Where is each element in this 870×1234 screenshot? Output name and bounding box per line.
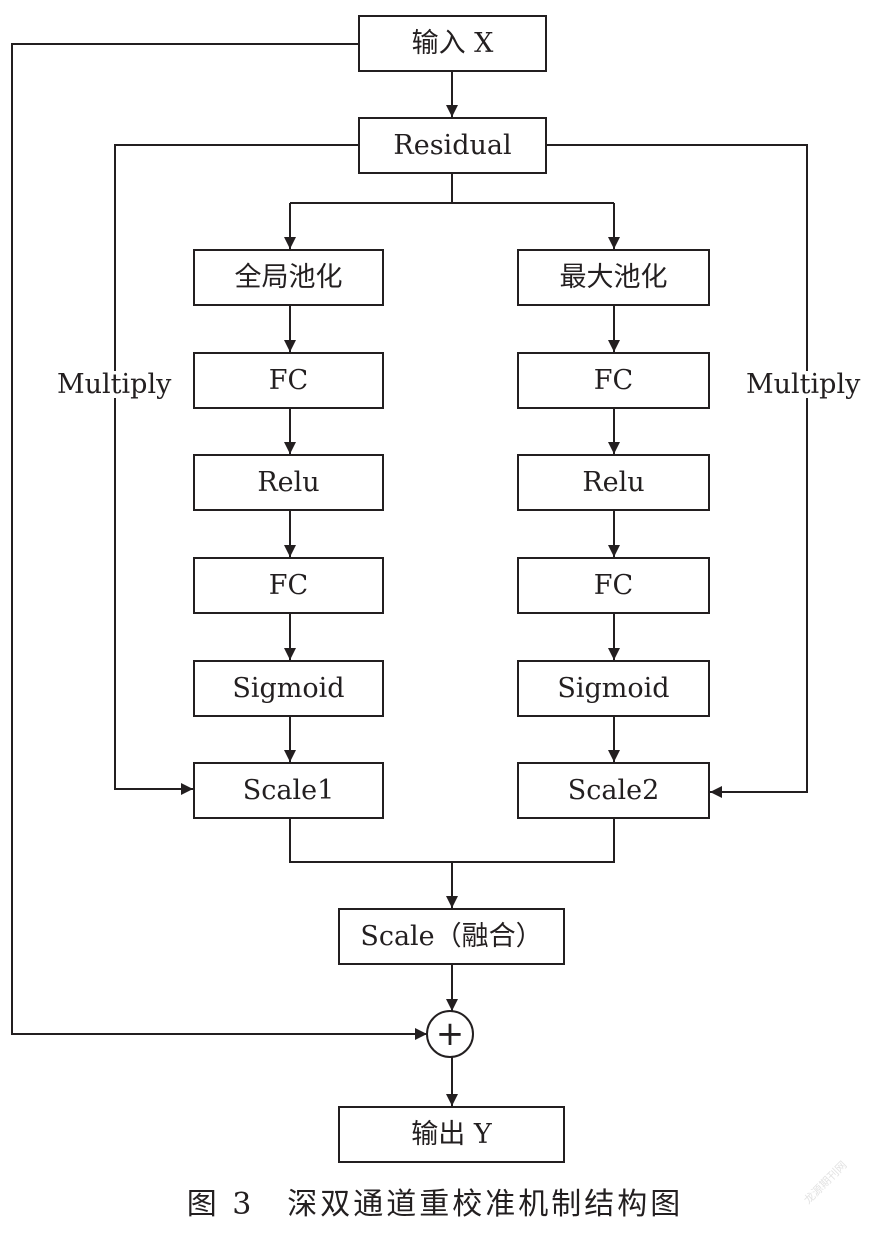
left-relu-box: Relu (193, 454, 384, 511)
plus-sign: + (435, 1014, 465, 1054)
right-multiply-line (547, 144, 808, 798)
figure-caption: 图 3 深双通道重校准机制结构图 (186, 1187, 684, 1222)
residual-box: Residual (358, 117, 547, 174)
scale-fusion-box: Scale（融合） (338, 908, 565, 965)
left-sigmoid-box: Sigmoid (193, 660, 384, 717)
max-pooling-box: 最大池化 (517, 249, 710, 306)
scale1-box: Scale1 (193, 762, 384, 819)
right-multiply-label: Multiply (744, 369, 863, 400)
left-multiply-line (114, 144, 358, 795)
merge-line (289, 819, 615, 863)
scale2-box: Scale2 (517, 762, 710, 819)
left-multiply-label: Multiply (55, 369, 174, 400)
right-fc1-box: FC (517, 352, 710, 409)
sum-circle (426, 1010, 474, 1058)
right-fc2-box: FC (517, 557, 710, 614)
left-fc2-box: FC (193, 557, 384, 614)
output-y-box: 输出 Y (338, 1106, 565, 1163)
right-relu-box: Relu (517, 454, 710, 511)
left-fc1-box: FC (193, 352, 384, 409)
right-sigmoid-box: Sigmoid (517, 660, 710, 717)
skip-connection-line (11, 43, 427, 1040)
input-x-box: 输入 X (358, 15, 547, 72)
global-pooling-box: 全局池化 (193, 249, 384, 306)
